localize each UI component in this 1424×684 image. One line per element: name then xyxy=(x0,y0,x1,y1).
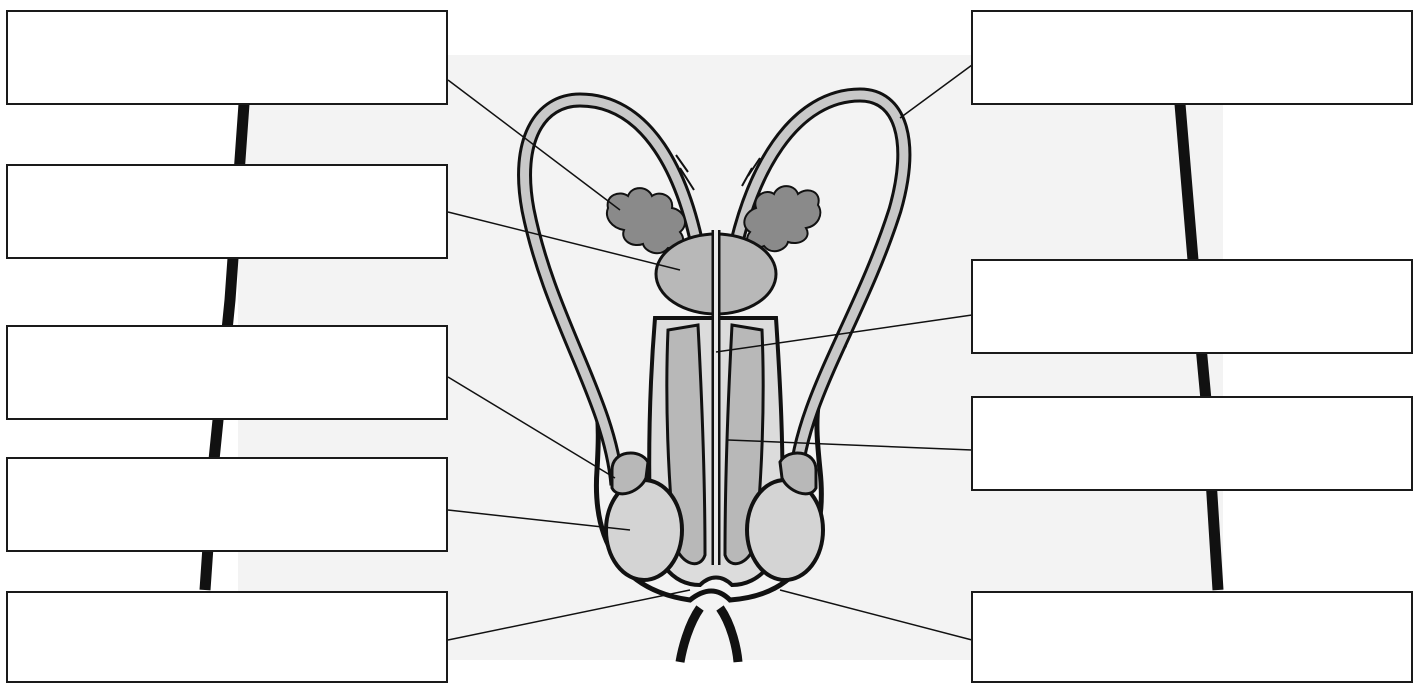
testis-right xyxy=(747,480,823,580)
testis-left xyxy=(606,480,682,580)
label-box-left-4[interactable] xyxy=(6,457,448,552)
label-box-left-2[interactable] xyxy=(6,164,448,259)
label-box-right-4[interactable] xyxy=(971,591,1413,683)
label-box-left-1[interactable] xyxy=(6,10,448,105)
label-box-left-3[interactable] xyxy=(6,325,448,420)
label-box-right-1[interactable] xyxy=(971,10,1413,105)
label-box-left-5[interactable] xyxy=(6,591,448,683)
label-box-right-2[interactable] xyxy=(971,259,1413,354)
label-box-right-3[interactable] xyxy=(971,396,1413,491)
